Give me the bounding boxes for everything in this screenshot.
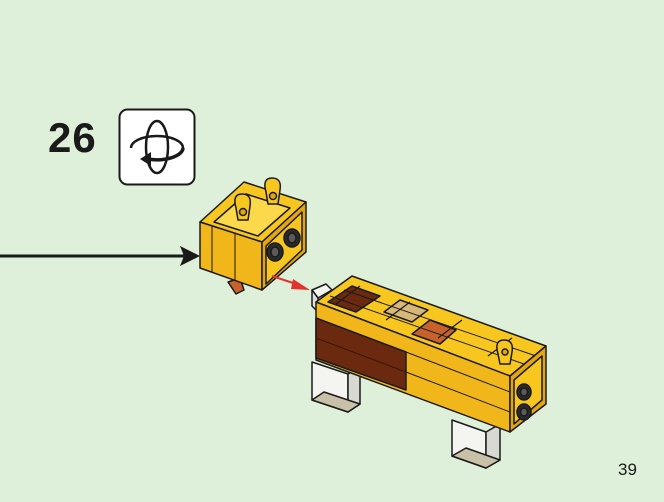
assembly-arrow: [0, 246, 200, 266]
head-subassembly: [199, 177, 307, 295]
connection-arrow: [271, 275, 310, 290]
body-assembly: [311, 275, 547, 469]
page-number: 39: [618, 460, 637, 479]
step-number: 26: [48, 114, 97, 161]
rotate-model-icon: [118, 108, 196, 186]
